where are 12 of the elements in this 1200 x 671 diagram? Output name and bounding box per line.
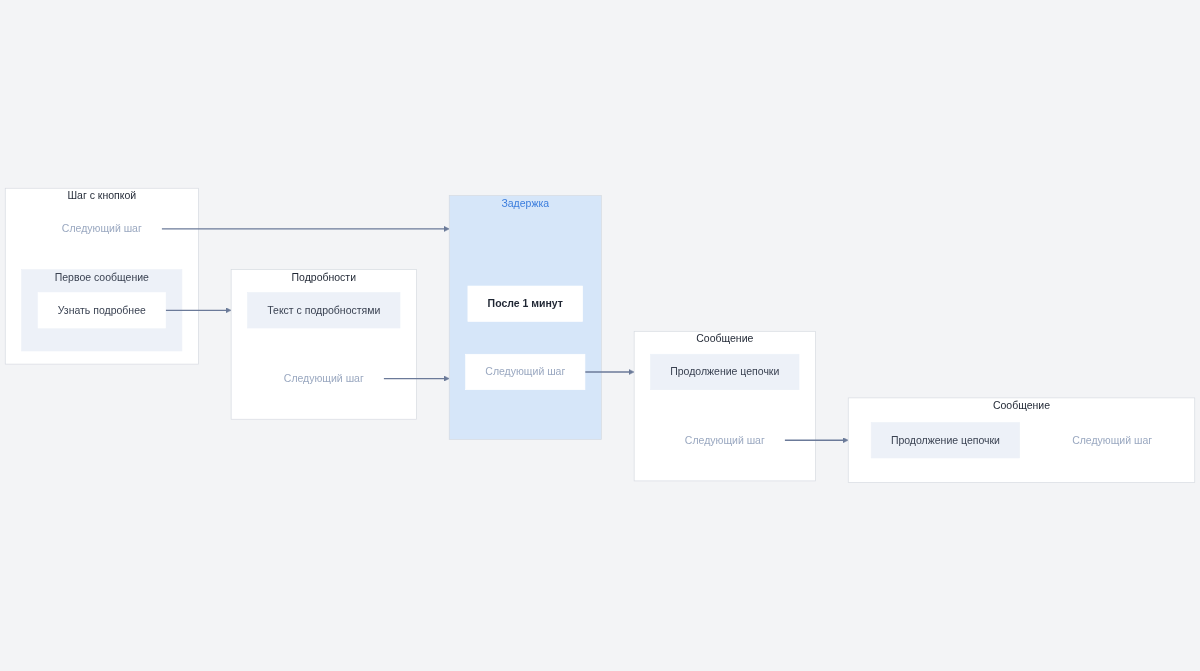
- node-text: Следующий шаг: [684, 434, 765, 446]
- node-text: Следующий шаг: [61, 223, 142, 235]
- node-box: Следующий шаг: [465, 354, 586, 391]
- node-text: Следующий шаг: [1072, 434, 1153, 446]
- node-text: Следующий шаг: [283, 372, 364, 384]
- node-box: Узнать подробнее: [37, 292, 166, 329]
- node-box: После 1 минут: [467, 285, 583, 322]
- arrow: [160, 226, 450, 232]
- arrow: [164, 307, 232, 314]
- arrow: [783, 437, 849, 444]
- arrow: [584, 369, 635, 375]
- arrow: [382, 375, 450, 382]
